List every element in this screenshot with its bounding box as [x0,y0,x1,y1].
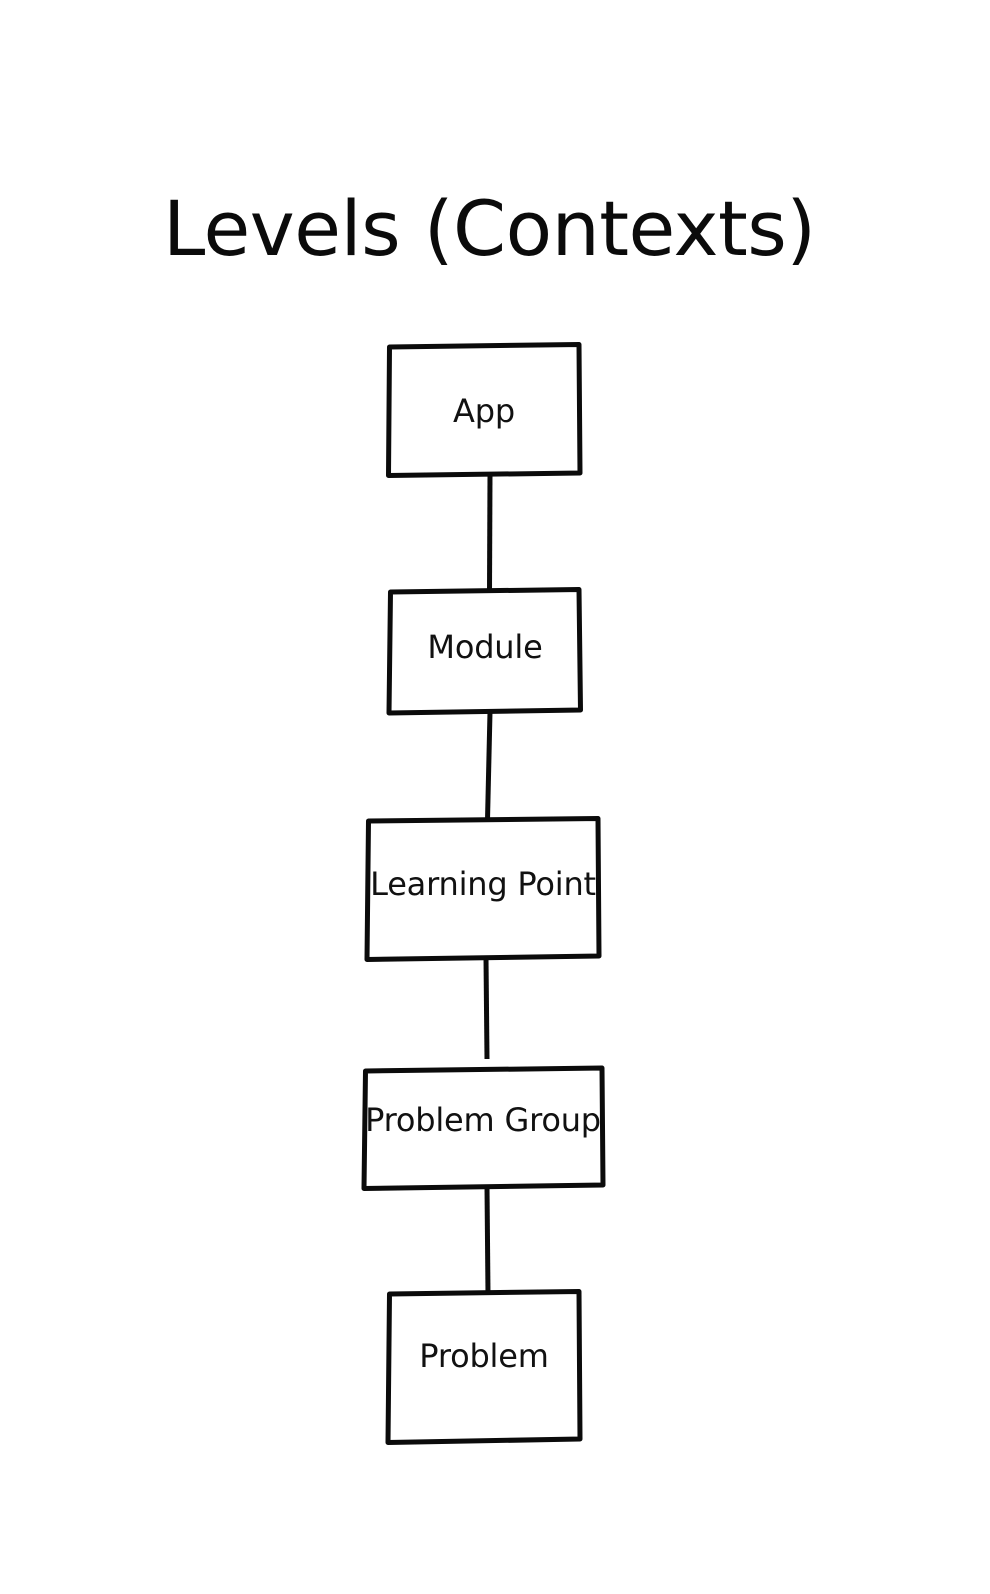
node-app-shape [386,342,583,478]
node-app[interactable]: App [386,342,583,478]
node-module-label: Module [427,628,542,666]
node-module-shape [386,587,583,716]
connector-app-module [487,474,493,592]
node-app-label: App [453,392,515,430]
node-learning-point-shape [364,816,602,962]
node-problem-group-shape [361,1065,606,1191]
node-problem-shape [385,1289,583,1445]
page-title: Levels (Contexts) [163,184,816,273]
node-problem[interactable]: Problem [385,1289,583,1445]
node-learning-point-label: Learning Point [370,865,596,903]
node-learning-point[interactable]: Learning Point [364,816,602,962]
node-module[interactable]: Module [386,587,583,716]
node-problem-group[interactable]: Problem Group [361,1065,606,1191]
connector-module-learning-point [485,711,493,821]
connector-learning-point-problem-group [483,957,490,1060]
node-problem-group-label: Problem Group [365,1101,601,1139]
connector-problem-group-problem [484,1186,491,1295]
node-problem-label: Problem [419,1337,548,1375]
